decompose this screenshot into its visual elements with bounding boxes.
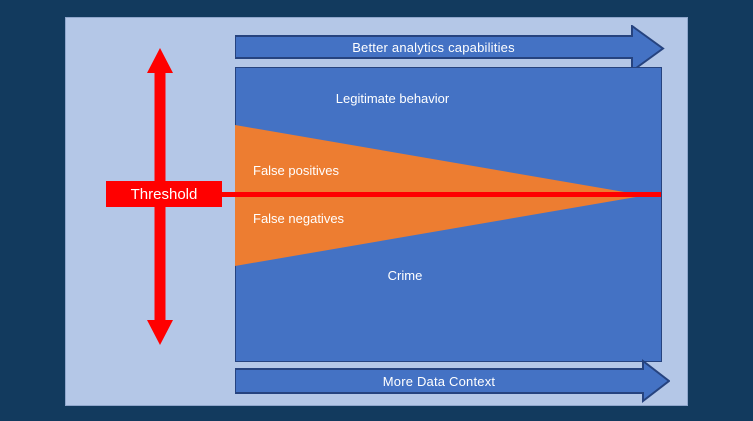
threshold-label: Threshold: [130, 185, 198, 203]
right-arrow-shape: [235, 25, 665, 73]
better-analytics-arrow: [235, 25, 665, 73]
threshold-line: [214, 192, 661, 197]
more-data-context-arrow: [235, 358, 670, 404]
right-arrow-shape: [235, 358, 670, 404]
crime-label: Crime: [387, 268, 423, 283]
false-positives-label: False positives: [253, 163, 339, 178]
threshold-label-box: Threshold: [106, 181, 222, 207]
legitimate-behavior-label: Legitimate behavior: [335, 91, 450, 106]
false-negatives-label: False negatives: [253, 211, 345, 226]
